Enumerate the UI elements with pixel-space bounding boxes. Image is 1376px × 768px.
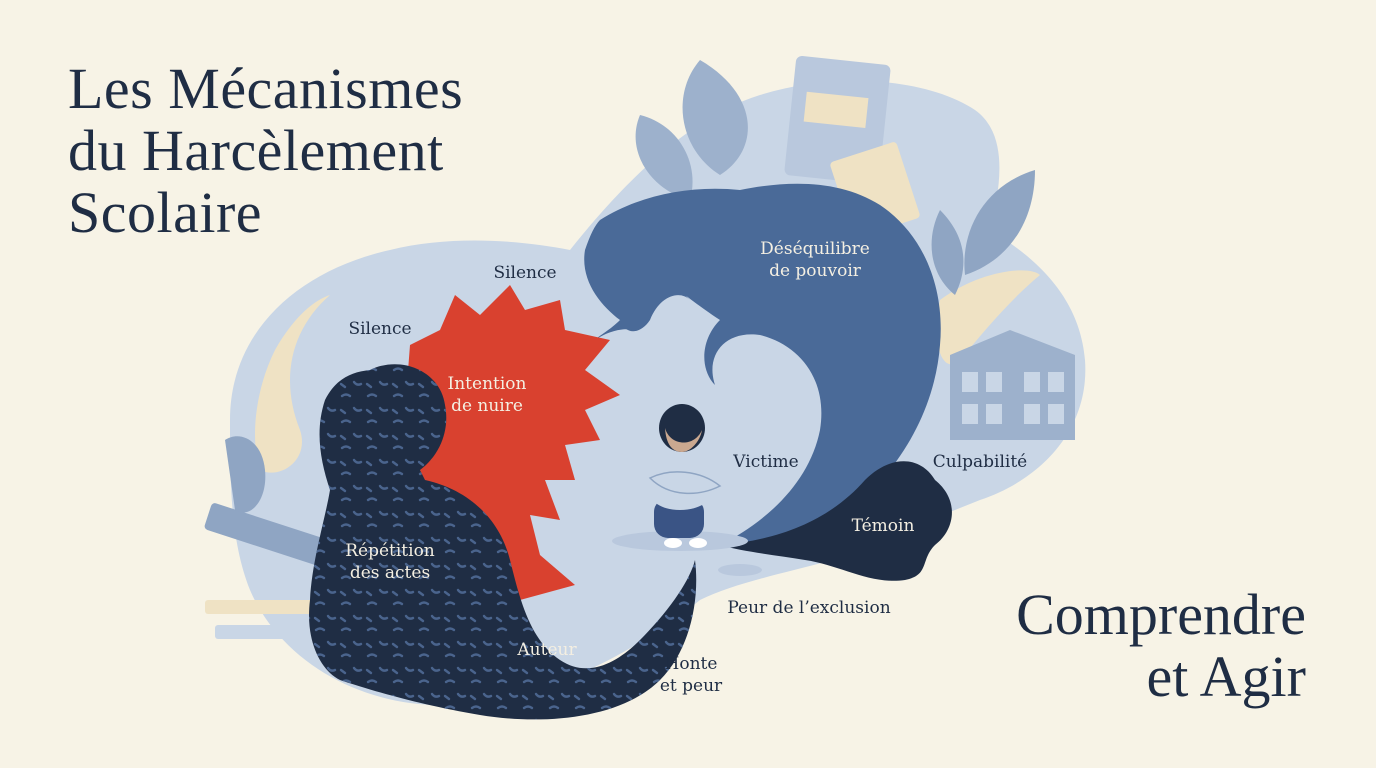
label-silence-left: Silence bbox=[348, 319, 412, 339]
power-wave bbox=[584, 183, 941, 547]
label-temoin: Témoin bbox=[851, 516, 915, 536]
title-line-1: Les Mécanismes bbox=[68, 56, 464, 121]
label-culpabilite: Culpabilité bbox=[932, 452, 1028, 472]
school-icon bbox=[950, 330, 1075, 440]
title-line-3: Scolaire bbox=[68, 180, 263, 245]
label-auteur: Auteur bbox=[517, 640, 577, 660]
cream-swirl-left bbox=[255, 295, 330, 473]
leaf-icon bbox=[635, 60, 1035, 295]
page-subtitle: Comprendre et Agir bbox=[1016, 584, 1306, 708]
label-intention: Intention de nuire bbox=[448, 373, 527, 417]
label-repetition: Répétition des actes bbox=[345, 540, 435, 584]
witness-blob bbox=[720, 461, 952, 581]
subtitle-line-2: et Agir bbox=[1146, 644, 1306, 709]
label-desequilibre-line-1: Déséquilibre bbox=[760, 239, 870, 259]
label-victime: Victime bbox=[733, 452, 799, 472]
subtitle-line-1: Comprendre bbox=[1016, 582, 1306, 647]
label-repetition-line-2: des actes bbox=[349, 563, 431, 583]
page-title: Les Mécanismes du Harcèlement Scolaire bbox=[68, 58, 463, 244]
label-desequilibre-line-2: de pouvoir bbox=[769, 261, 861, 281]
label-silence-top: Silence bbox=[493, 263, 557, 283]
label-honte-line-1: Honte bbox=[664, 654, 718, 674]
label-intention-line-2: de nuire bbox=[451, 396, 523, 416]
cream-swirl-right bbox=[936, 270, 1040, 365]
book-icon bbox=[784, 56, 920, 238]
label-peur-exclusion: Peur de l’exclusion bbox=[727, 598, 891, 618]
child-figure bbox=[645, 404, 722, 548]
label-repetition-line-1: Répétition bbox=[345, 541, 435, 561]
title-line-2: du Harcèlement bbox=[68, 118, 444, 183]
power-wave-tip bbox=[595, 320, 632, 340]
label-desequilibre: Déséquilibre de pouvoir bbox=[760, 238, 870, 282]
label-honte: Honte et peur bbox=[660, 653, 722, 697]
label-honte-line-2: et peur bbox=[659, 676, 723, 696]
label-intention-line-1: Intention bbox=[447, 374, 527, 394]
